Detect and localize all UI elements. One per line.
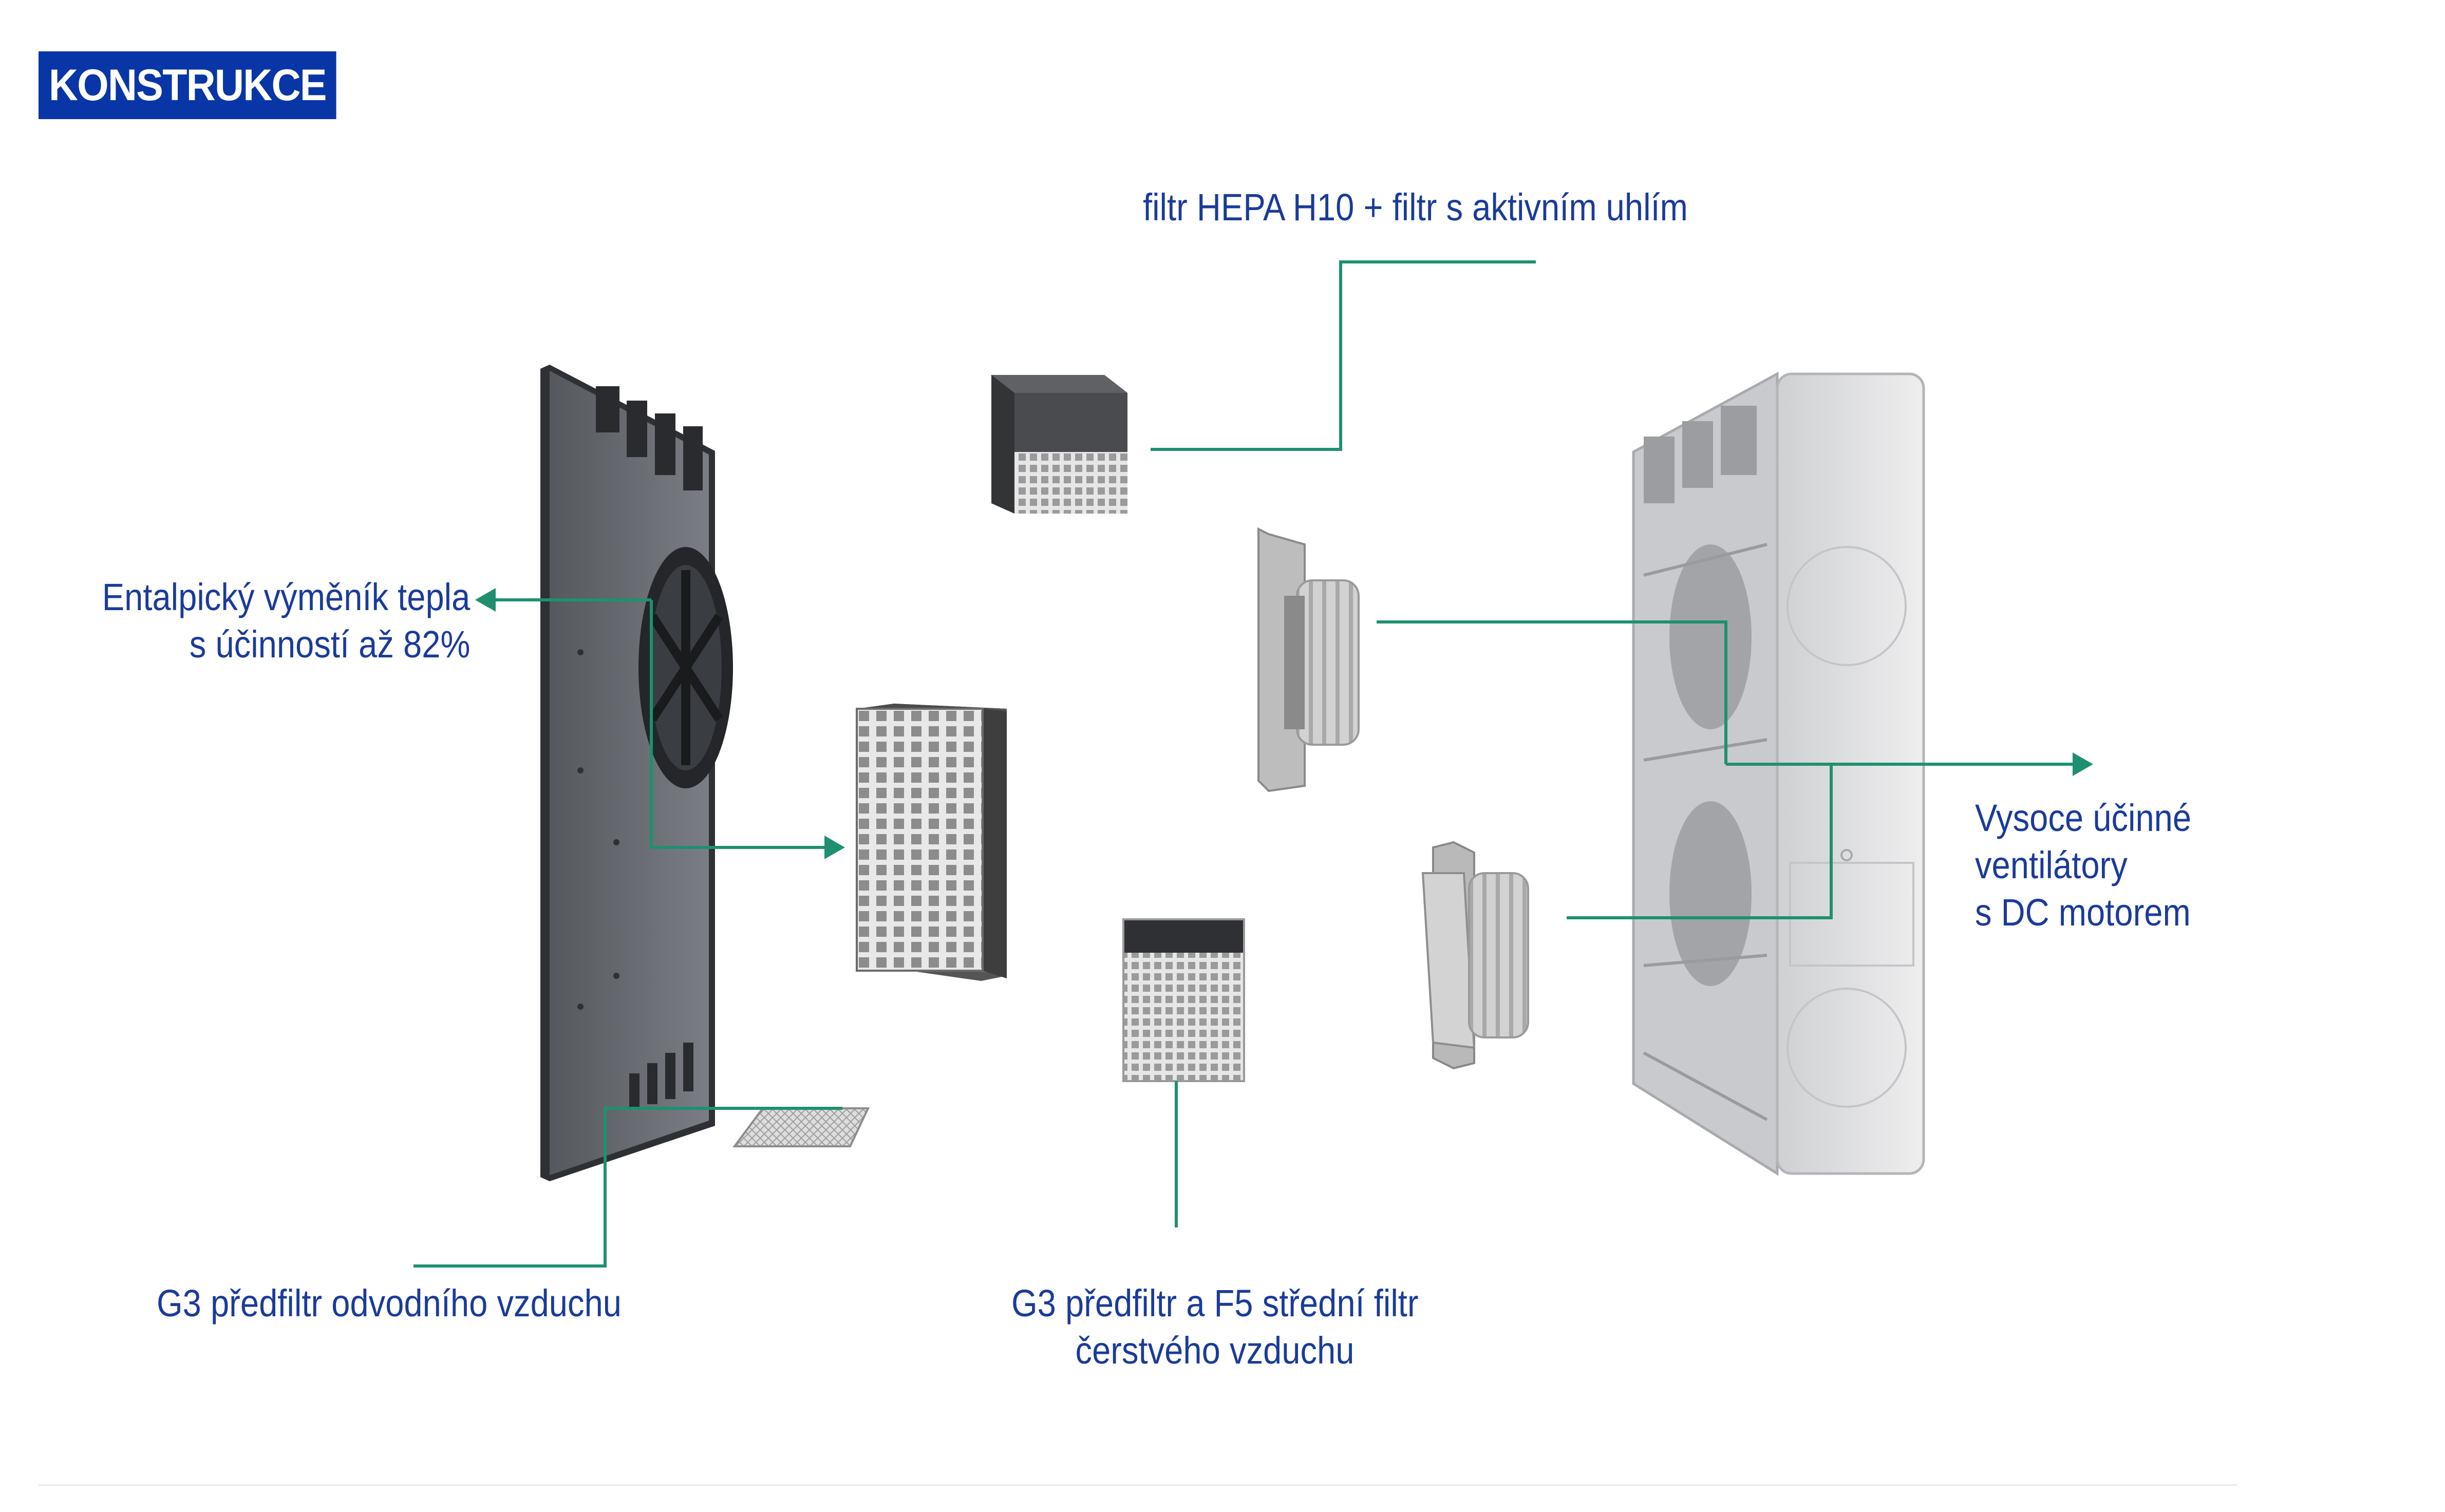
exhaust-prefilter-label: G3 předfiltr odvodního vzduchu	[157, 1280, 622, 1327]
hepa-filter-text: filtr HEPA H10 + filtr s aktivním uhlím	[1143, 186, 1688, 229]
leader-lines	[413, 260, 2075, 1268]
arrow-head-icon	[475, 588, 2093, 859]
arrow-head-icon	[2073, 752, 2093, 776]
hepa-filter-illustration	[991, 375, 1127, 514]
exchanger-fan-grille	[638, 547, 733, 788]
fans-text-line2: ventilátory	[1975, 844, 2128, 886]
heat-exchanger-label: Entalpický výměník tepla s účinností až …	[102, 574, 470, 668]
leader-upper-fan	[1377, 620, 1727, 764]
heat-exchanger-text-line2: s účinností až 82%	[189, 623, 470, 666]
arrow-head-icon	[824, 836, 845, 859]
leader-lower-fan	[1567, 764, 1833, 919]
fans-text-line1: Vysoce účinné	[1975, 797, 2192, 839]
unit-housing-illustration	[1632, 371, 1925, 1176]
exhaust-prefilter-text: G3 předfiltr odvodního vzduchu	[157, 1282, 622, 1325]
arrow-head-icon	[475, 588, 496, 612]
heat-exchanger-text-line1: Entalpický výměník tepla	[102, 576, 470, 618]
fans-label: Vysoce účinné ventilátory s DC motorem	[1975, 795, 2191, 936]
hepa-filter-label: filtr HEPA H10 + filtr s aktivním uhlím	[1143, 184, 1688, 231]
fresh-air-filter-label: G3 předfiltr a F5 střední filtr čerstvéh…	[1011, 1280, 1419, 1374]
fresh-air-filter-text-line1: G3 předfiltr a F5 střední filtr	[1011, 1282, 1419, 1325]
bottom-divider	[39, 1484, 2237, 1486]
exhaust-prefilter-illustration	[732, 1107, 870, 1147]
fresh-air-filter-illustration	[1122, 918, 1245, 1082]
leader-exhaust-prefilter	[413, 1107, 842, 1268]
leader-hepa	[1151, 260, 1536, 451]
fresh-air-filter-text-line2: čerstvého vzduchu	[1075, 1329, 1355, 1372]
heat-exchanger-illustration	[856, 704, 1007, 981]
upper-fan-illustration	[1257, 527, 1360, 792]
leader-exchanger-cube	[650, 600, 832, 849]
section-title-badge: KONSTRUKCE	[39, 51, 336, 119]
lower-fan-illustration	[1421, 841, 1529, 1070]
front-panel-illustration	[540, 365, 733, 1181]
fans-text-line3: s DC motorem	[1975, 891, 2191, 934]
